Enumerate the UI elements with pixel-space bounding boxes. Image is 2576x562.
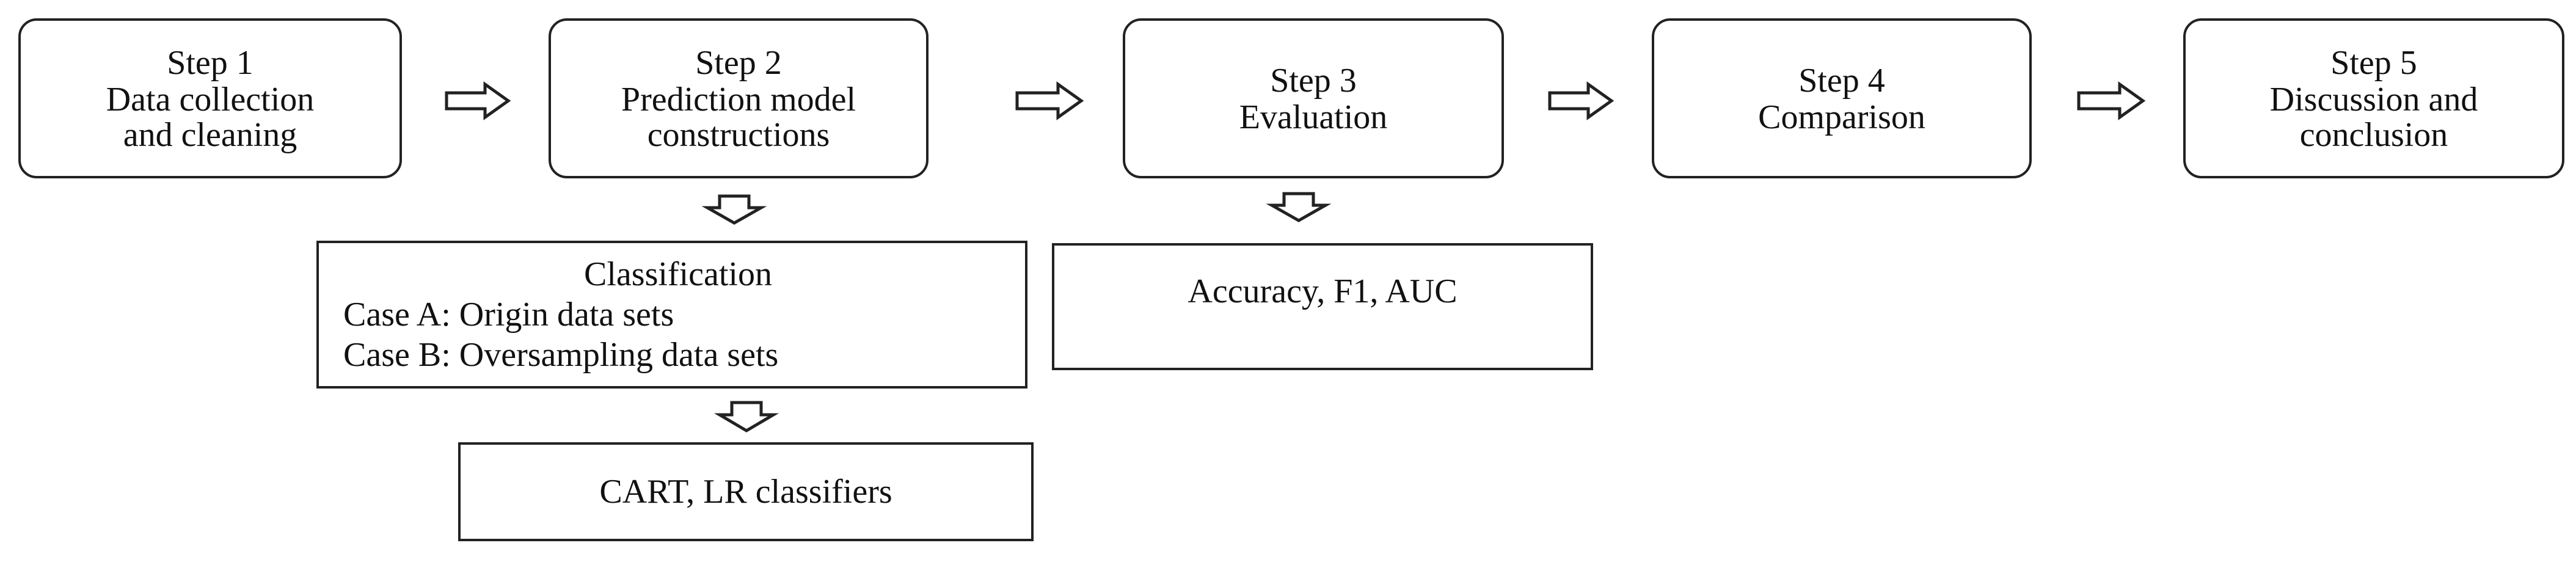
arrow-right-icon	[1015, 81, 1084, 120]
step-5-desc-line-2: conclusion	[2299, 116, 2448, 154]
arrow-down-icon	[1266, 192, 1332, 222]
step-3-box: Step 3 Evaluation	[1123, 18, 1504, 178]
case-a-label: Case A: Origin data sets	[343, 296, 674, 334]
arrow-right-icon	[1548, 81, 1615, 120]
step-2-desc-line-1: Prediction model	[621, 81, 856, 119]
step-5-box: Step 5 Discussion and conclusion	[2183, 18, 2564, 178]
step-1-box: Step 1 Data collection and cleaning	[18, 18, 402, 178]
step-5-desc-line-1: Discussion and	[2269, 81, 2478, 119]
arrow-right-icon	[445, 81, 511, 120]
classification-title: Classification	[584, 255, 772, 293]
classifiers-label: CART, LR classifiers	[599, 473, 892, 511]
step-1-title: Step 1	[167, 44, 254, 82]
step-2-box: Step 2 Prediction model constructions	[549, 18, 929, 178]
arrow-right-icon	[2077, 81, 2146, 120]
step-1-desc-line-2: and cleaning	[123, 116, 297, 154]
step-4-title: Step 4	[1798, 62, 1885, 100]
arrow-down-icon	[701, 194, 767, 225]
step-4-desc-line-1: Comparison	[1758, 98, 1925, 136]
step-2-title: Step 2	[695, 44, 782, 82]
step-3-desc-line-1: Evaluation	[1239, 98, 1388, 136]
case-b-label: Case B: Oversampling data sets	[343, 336, 779, 374]
arrow-down-icon	[713, 401, 779, 432]
metrics-box: Accuracy, F1, AUC	[1052, 243, 1593, 370]
step-1-desc-line-1: Data collection	[106, 81, 315, 119]
step-3-title: Step 3	[1270, 62, 1357, 100]
step-2-desc-line-2: constructions	[647, 116, 830, 154]
step-5-title: Step 5	[2330, 44, 2417, 82]
classification-box: Classification Case A: Origin data sets …	[316, 241, 1027, 389]
metrics-label: Accuracy, F1, AUC	[1188, 272, 1458, 310]
classifiers-box: CART, LR classifiers	[458, 442, 1034, 541]
step-4-box: Step 4 Comparison	[1652, 18, 2032, 178]
